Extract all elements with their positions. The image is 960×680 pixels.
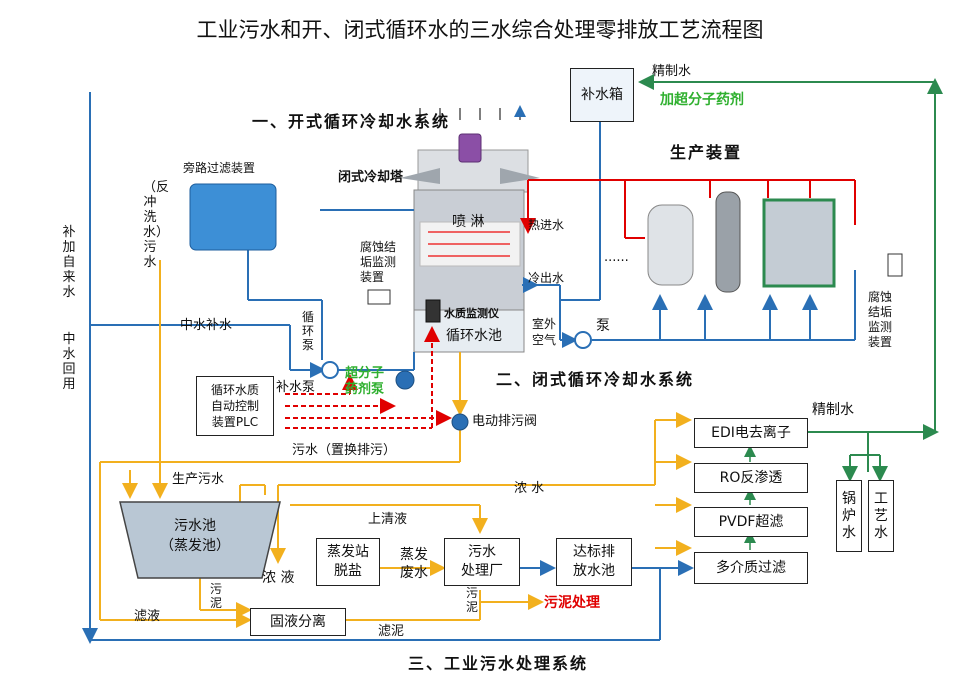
hot-in-label: 热进水 [528, 218, 565, 232]
supernatant-label: 上清液 [368, 512, 408, 527]
sludge-right-label: 污 泥 [466, 586, 479, 614]
monitor-device [425, 299, 441, 323]
filtrate-label: 滤液 [134, 609, 161, 624]
plc-box: 循环水质 自动控制 装置PLC [196, 376, 274, 436]
page-title: 工业污水和开、闭式循环水的三水综合处理零排放工艺流程图 [196, 18, 764, 42]
ro-box: RO反渗透 [694, 463, 808, 493]
heat-exchanger-image [762, 198, 836, 288]
dosing-pump-label: 超分子 药剂泵 [345, 366, 385, 397]
monitor-label: 水质监测仪 [444, 307, 499, 320]
section-wastewater-title: 三、工业污水处理系统 [408, 654, 589, 673]
plant-box: 污水 处理厂 [444, 538, 520, 586]
multi-filter-box: 多介质过滤 [694, 552, 808, 584]
tap-water-label: 补加自来水 [62, 225, 76, 300]
basin-label: 循环水池 [446, 328, 502, 344]
boiler-water-box: 锅 炉 水 [836, 480, 862, 552]
section-closed-title: 二、闭式循环冷却水系统 [496, 370, 695, 389]
sludge-left-label: 污 泥 [210, 582, 223, 610]
sludge-treat-label: 污泥处理 [544, 595, 600, 611]
dosing-pump-symbol [395, 370, 415, 390]
valve-label: 电动排污阀 [472, 414, 538, 429]
sewage-replace-label: 污水（置换排污） [292, 443, 397, 458]
production-corrosion-monitor: 腐蚀 结垢 监测 装置 [868, 290, 893, 349]
spray-label: 喷 淋 [452, 214, 485, 230]
sewage-pool-label: 污水池 （蒸发池） [160, 518, 230, 554]
evap-water-label: 蒸发 废水 [400, 547, 428, 581]
corrosion-coupon-right [887, 253, 903, 277]
column-image [715, 191, 741, 293]
filter-cake-label: 滤泥 [378, 624, 405, 639]
circ-pump-symbol [321, 361, 339, 379]
tank-fine-water-label: 精制水 [652, 64, 692, 79]
fine-water-label: 精制水 [812, 402, 854, 418]
reuse-label: 中水回用 [62, 332, 76, 392]
outdoor-air-label: 室外 空气 [532, 317, 557, 347]
chemical-label: 加超分子药剂 [660, 92, 744, 108]
closed-pump-symbol [574, 331, 592, 349]
open-corrosion-monitor: 腐蚀结 垢监测 装置 [360, 240, 397, 284]
bypass-filter-label: 旁路过滤装置 [183, 161, 256, 175]
discharge-box: 达标排 放水池 [556, 538, 632, 586]
production-label: 生产装置 [670, 143, 743, 162]
makeup-pump-label: 补水泵 [276, 380, 316, 395]
valve-symbol [451, 413, 469, 431]
evap-box: 蒸发站 脱盐 [316, 538, 380, 586]
circ-pump-label: 循 环 泵 [302, 310, 315, 352]
cold-out-label: 冷出水 [528, 271, 565, 285]
tower-name: 闭式冷却塔 [338, 170, 404, 185]
reactor-image [647, 204, 694, 286]
corrosion-coupon-left [367, 289, 391, 305]
section-open-title: 一、开式循环冷却水系统 [252, 112, 451, 131]
cooling-tower [400, 108, 540, 353]
production-sewage-label: 生产污水 [172, 472, 225, 487]
backwash-label: （反冲洗水）污水 [143, 180, 170, 270]
sewage-pool-shape [119, 501, 281, 579]
concentrate-label: 浓 液 [262, 570, 295, 586]
production-dots: ...... [604, 250, 629, 265]
bypass-filter-image [189, 183, 277, 251]
reclaimed-makeup-label: 中水补水 [180, 318, 233, 333]
pvdf-box: PVDF超滤 [694, 507, 808, 537]
closed-pump-label: 泵 [596, 318, 610, 334]
process-water-box: 工 艺 水 [868, 480, 894, 552]
concentrate-top-label: 浓 水 [514, 481, 545, 496]
separation-box: 固液分离 [250, 608, 346, 636]
makeup-tank-box: 补水箱 [570, 68, 634, 122]
edi-box: EDI电去离子 [694, 418, 808, 448]
